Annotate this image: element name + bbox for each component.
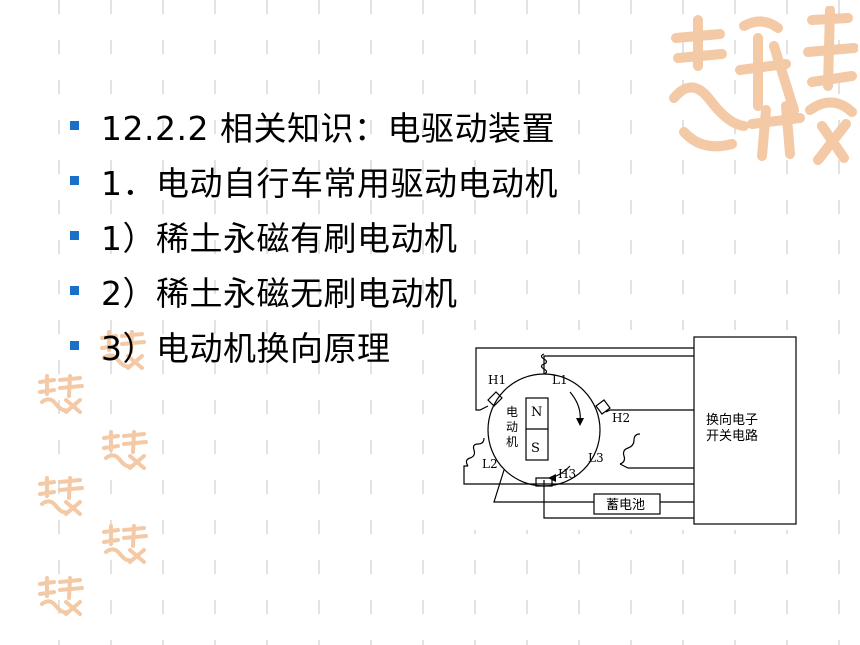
- hall-label-h2: H2: [612, 411, 630, 425]
- bullet-text: 12.2.2 相关知识：电驱动装置: [101, 108, 555, 148]
- motor-label: 动: [506, 420, 518, 434]
- bullet-text: 2）稀土永磁无刷电动机: [101, 273, 458, 313]
- bg-dash-line: [162, 0, 164, 645]
- calligraphy-seal-small: [102, 430, 148, 470]
- bg-dash-line: [110, 0, 112, 645]
- bullet-text: 1）稀土永磁有刷电动机: [101, 218, 458, 258]
- bullet-item: 3）电动机换向原理: [70, 318, 558, 373]
- coil-label-l1: L1: [552, 373, 568, 387]
- hall-sensor-h2: [595, 399, 611, 415]
- calligraphy-seal-small: [100, 330, 146, 370]
- bullet-square-icon: [70, 341, 79, 350]
- switch-circuit-label: 换向电子: [706, 412, 758, 428]
- hall-label-h1: H1: [488, 373, 506, 387]
- bullet-item: 1．电动自行车常用驱动电动机: [70, 153, 558, 208]
- bg-dash-line: [58, 0, 60, 645]
- bullet-item: 2）稀土永磁无刷电动机: [70, 263, 558, 318]
- bullet-square-icon: [70, 121, 79, 130]
- bg-dash-line: [630, 0, 632, 645]
- coil-label-l2: L2: [482, 457, 498, 471]
- commutation-circuit-diagram: H1 H2 H3 L1 L2 L3 N S 电 动 机 换向电子 开关电路 蓄电…: [460, 330, 800, 530]
- bg-dash-line: [474, 0, 476, 645]
- calligraphy-seal-small: [38, 576, 84, 616]
- bg-dash-line: [526, 0, 528, 645]
- bg-dash-line: [266, 0, 268, 645]
- bg-dash-line: [214, 0, 216, 645]
- coil-l2: [465, 437, 485, 467]
- bullet-list: 12.2.2 相关知识：电驱动装置 1．电动自行车常用驱动电动机 1）稀土永磁有…: [70, 98, 558, 373]
- bullet-text: 3）电动机换向原理: [101, 328, 391, 368]
- bg-dash-line: [838, 0, 840, 645]
- bg-dash-line: [370, 0, 372, 645]
- motor-label: 机: [506, 435, 518, 449]
- bullet-text: 1．电动自行车常用驱动电动机: [101, 163, 558, 203]
- bullet-square-icon: [70, 176, 79, 185]
- hall-label-h3: H3: [558, 467, 576, 481]
- bg-dash-line: [682, 0, 684, 645]
- magnet-north-label: N: [531, 405, 542, 420]
- battery-label: 蓄电池: [606, 498, 645, 513]
- coil-l1: [540, 353, 548, 375]
- bullet-square-icon: [70, 231, 79, 240]
- switch-circuit-label: 开关电路: [706, 428, 758, 444]
- coil-label-l3: L3: [588, 451, 604, 465]
- magnet-south-label: S: [531, 441, 540, 456]
- bullet-item: 12.2.2 相关知识：电驱动装置: [70, 98, 558, 153]
- calligraphy-seal-small: [102, 524, 148, 564]
- calligraphy-seal-large: [669, 6, 858, 165]
- switch-circuit-box: [693, 336, 797, 525]
- bullet-item: 1）稀土永磁有刷电动机: [70, 208, 558, 263]
- bg-dash-line: [318, 0, 320, 645]
- bg-dash-line: [734, 0, 736, 645]
- hall-sensor-h3: [535, 477, 553, 487]
- battery-box: [593, 493, 661, 515]
- bg-dash-line: [786, 0, 788, 645]
- bg-dash-line: [422, 0, 424, 645]
- hall-sensor-h1: [487, 391, 503, 407]
- calligraphy-seal-small: [38, 374, 84, 414]
- motor-label: 电: [506, 405, 518, 419]
- bg-dash-line: [578, 0, 580, 645]
- bullet-square-icon: [70, 286, 79, 295]
- calligraphy-seal-small: [38, 476, 84, 516]
- coil-l3: [619, 433, 641, 465]
